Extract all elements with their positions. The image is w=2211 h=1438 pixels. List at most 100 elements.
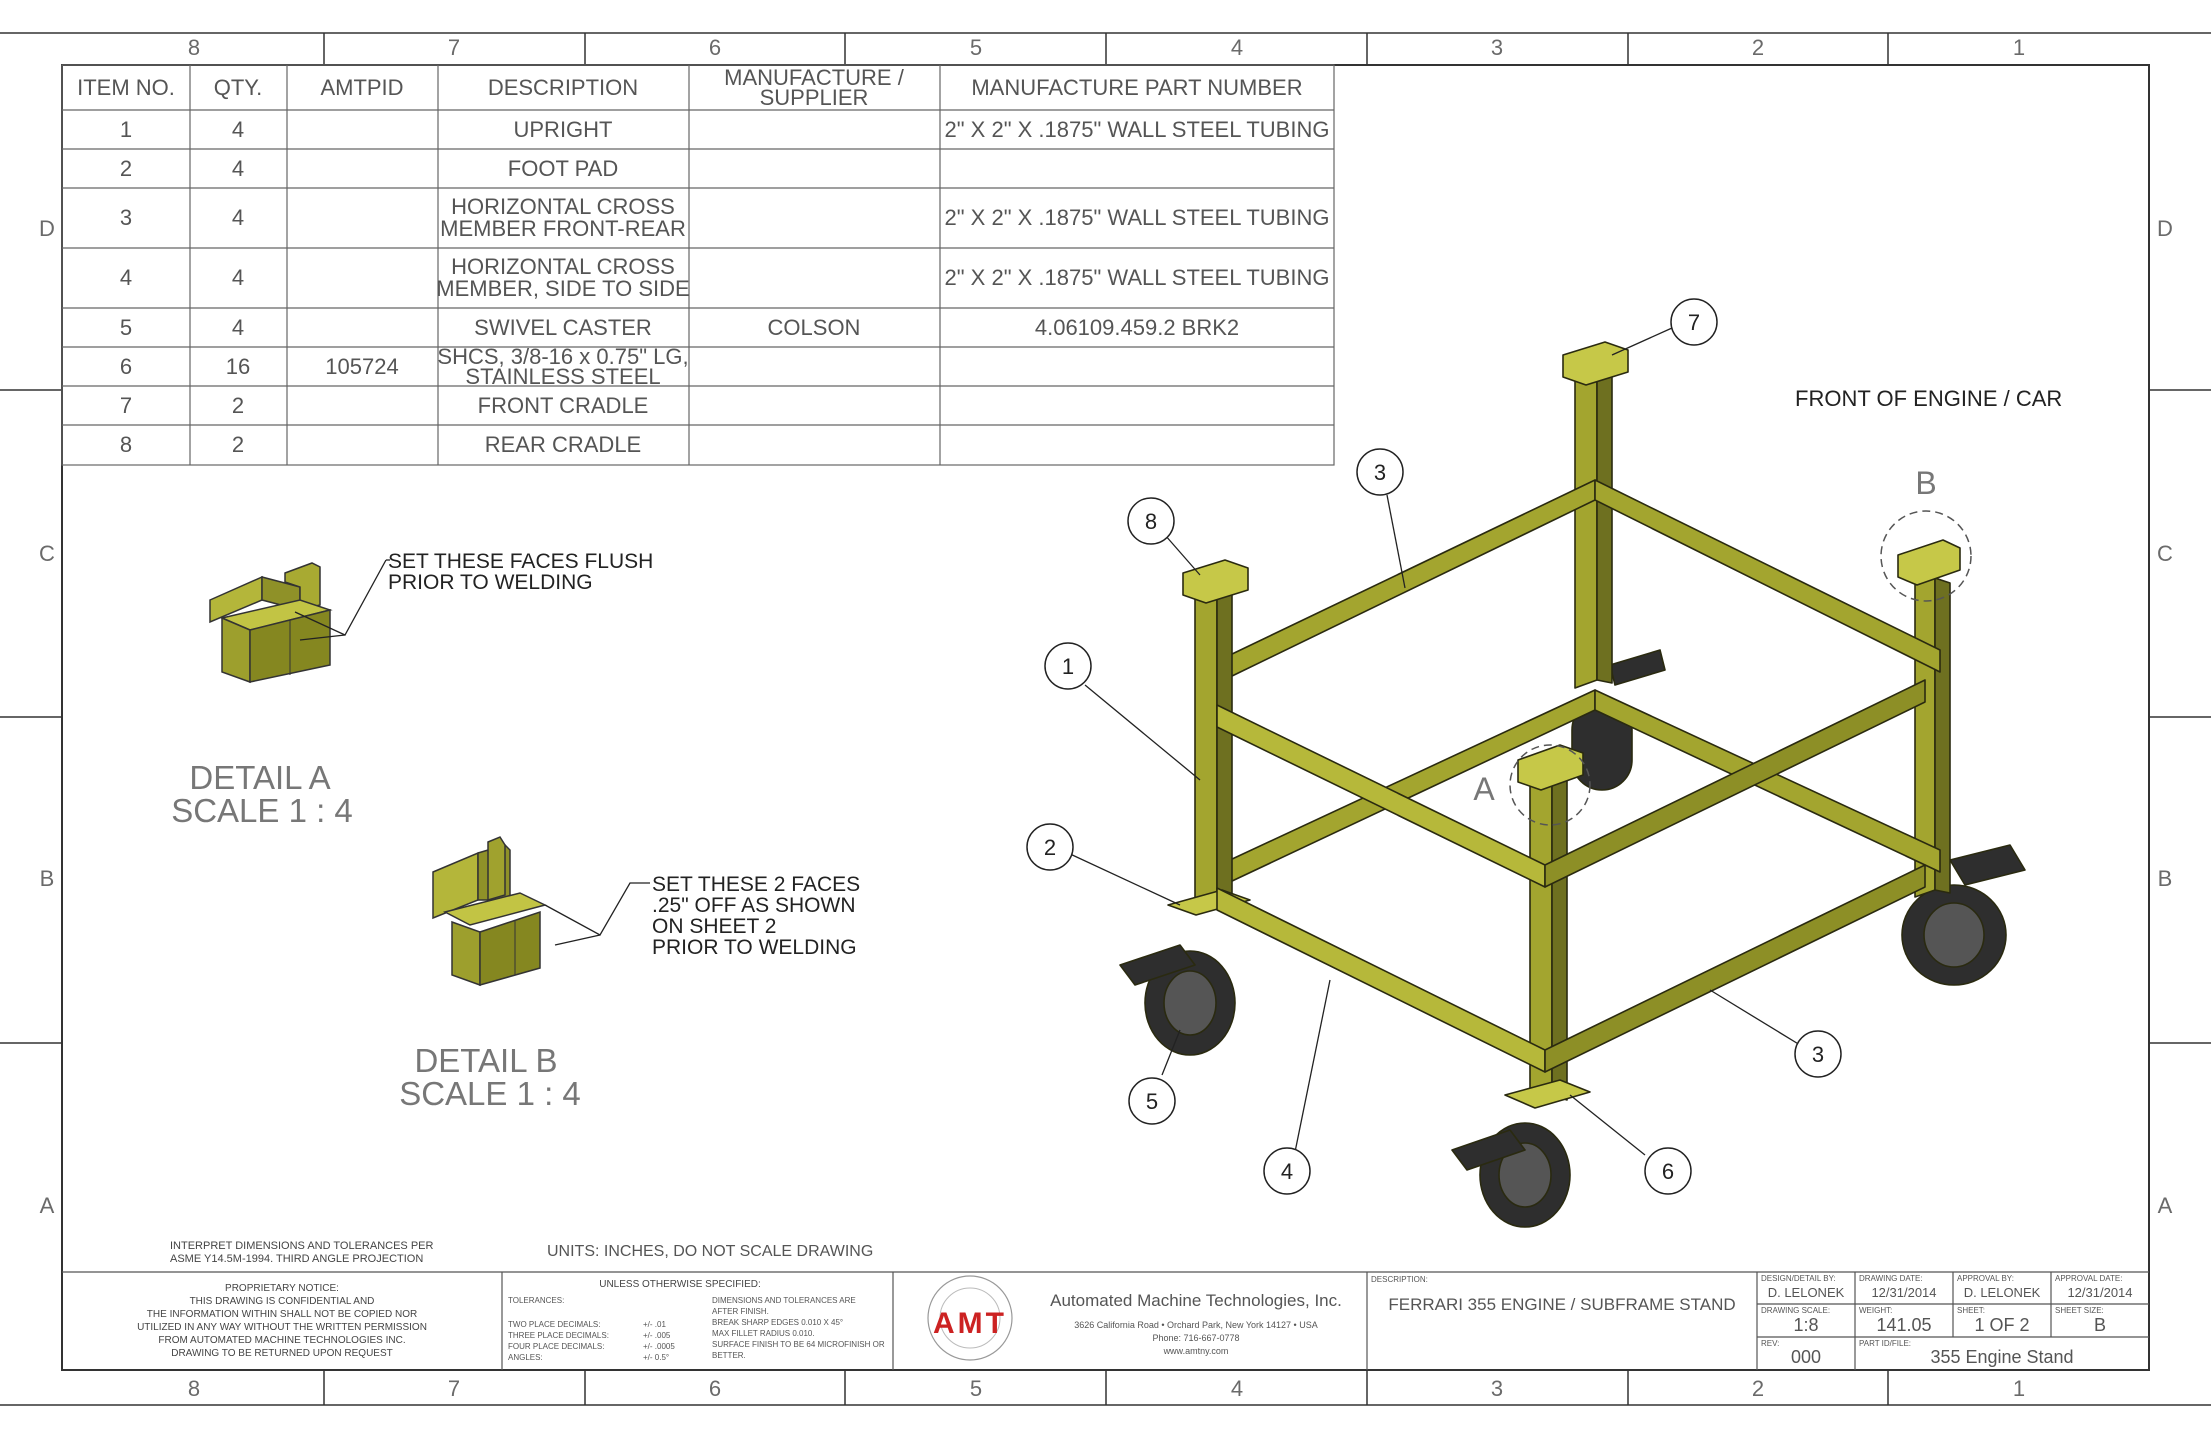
detail-b-note: PRIOR TO WELDING (652, 936, 857, 959)
bom-cell-amtpid: 105724 (325, 354, 398, 379)
revision: 000 (1791, 1347, 1821, 1367)
amt-logo: AMT (927, 1275, 1013, 1361)
detail-a-title: DETAIL A (189, 759, 330, 796)
bom-cell-part: 2" X 2" X .1875" WALL STEEL TUBING (945, 265, 1330, 290)
zone-row-right: D (2157, 216, 2173, 241)
balloon-1: 1 (1044, 642, 1092, 690)
bom-cell-qty: 4 (232, 205, 244, 230)
zone-row-right: A (2158, 1193, 2173, 1218)
svg-text:3: 3 (1374, 460, 1386, 485)
balloon-4: 4 (1263, 1147, 1311, 1195)
bom-header-description: DESCRIPTION (488, 75, 638, 100)
svg-text:THREE PLACE DECIMALS:: THREE PLACE DECIMALS: (508, 1331, 609, 1340)
svg-text:1: 1 (1062, 654, 1074, 679)
bom-cell-desc: SHCS, 3/8-16 x 0.75" LG, (437, 344, 688, 369)
zone-col-bottom: 1 (2013, 1376, 2025, 1401)
bom-cell-qty: 2 (232, 393, 244, 418)
units-note: UNITS: INCHES, DO NOT SCALE DRAWING (547, 1243, 873, 1260)
detail-b-title: DETAIL B (414, 1042, 557, 1079)
detail-a-scale: SCALE 1 : 4 (171, 792, 353, 829)
drawing-description: FERRARI 355 ENGINE / SUBFRAME STAND (1388, 1295, 1735, 1314)
sheet-size: B (2094, 1315, 2106, 1335)
zone-col-bottom: 6 (709, 1376, 721, 1401)
design-by-label: DESIGN/DETAIL BY: (1761, 1274, 1836, 1283)
svg-text:8: 8 (1145, 509, 1157, 534)
bom-cell-item: 5 (120, 315, 132, 340)
zone-row-left: B (40, 866, 55, 891)
svg-text:UTILIZED IN ANY WAY WITHOUT TH: UTILIZED IN ANY WAY WITHOUT THE WRITTEN … (137, 1322, 427, 1333)
zone-labels: 8 7 6 5 4 3 2 1 8 7 6 5 4 3 2 1 D C B A … (39, 35, 2173, 1401)
detail-label-b: B (1915, 465, 1936, 501)
zone-col-bottom: 5 (970, 1376, 982, 1401)
bom-cell-item: 1 (120, 117, 132, 142)
company-phone: Phone: 716-667-0778 (1152, 1333, 1239, 1343)
interpret-note: INTERPRET DIMENSIONS AND TOLERANCES PER (170, 1240, 434, 1252)
bom-cell-desc-2: MEMBER FRONT-REAR (440, 216, 686, 241)
svg-text:4: 4 (1281, 1159, 1293, 1184)
drawing-date-label: DRAWING DATE: (1859, 1274, 1923, 1283)
bom-cell-part: 2" X 2" X .1875" WALL STEEL TUBING (945, 205, 1330, 230)
sheet-label: SHEET: (1957, 1306, 1985, 1315)
balloon-7: 7 (1670, 298, 1718, 346)
drawing-date: 12/31/2014 (1871, 1285, 1936, 1300)
bom-cell-desc-2: STAINLESS STEEL (465, 364, 660, 389)
bom-cell-qty: 4 (232, 117, 244, 142)
zone-row-left: C (39, 541, 55, 566)
title-block (62, 1271, 2149, 1370)
bom-header-item: ITEM NO. (77, 75, 175, 100)
svg-text:+/- .01: +/- .01 (643, 1320, 666, 1329)
balloon-leaders (1067, 327, 1801, 1156)
caster-back (1571, 649, 1666, 791)
detail-a-leader (294, 559, 390, 641)
zone-col-bottom: 8 (188, 1376, 200, 1401)
description-label: DESCRIPTION: (1371, 1275, 1428, 1284)
bom-cell-supplier: COLSON (768, 315, 861, 340)
zone-col-bottom: 2 (1752, 1376, 1764, 1401)
svg-text:SURFACE FINISH TO BE 64 MICROF: SURFACE FINISH TO BE 64 MICROFINISH OR (712, 1340, 885, 1349)
bom-header-amtpid: AMTPID (320, 75, 403, 100)
svg-text:FOUR PLACE DECIMALS:: FOUR PLACE DECIMALS: (508, 1342, 604, 1351)
svg-text:DRAWING TO BE RETURNED UPON RE: DRAWING TO BE RETURNED UPON REQUEST (171, 1348, 393, 1359)
approval-by: D. LELONEK (1964, 1285, 2041, 1300)
zone-col-top: 8 (188, 35, 200, 60)
bom-cell-qty: 4 (232, 315, 244, 340)
bom-cell-desc: SWIVEL CASTER (474, 315, 652, 340)
rev-label: REV: (1761, 1339, 1779, 1348)
svg-text:2: 2 (1044, 835, 1056, 860)
zone-col-top: 7 (448, 35, 460, 60)
bom-cell-item: 8 (120, 432, 132, 457)
design-by: D. LELONEK (1768, 1285, 1845, 1300)
svg-text:7: 7 (1688, 310, 1700, 335)
caster-front (1451, 1122, 1571, 1228)
detail-circle-b (1880, 510, 1972, 602)
balloon-3-bottom: 3 (1794, 1030, 1842, 1078)
company-name: Automated Machine Technologies, Inc. (1050, 1291, 1342, 1310)
tolerance-block: UNLESS OTHERWISE SPECIFIED: TOLERANCES: … (508, 1279, 885, 1362)
proprietary-notice: PROPRIETARY NOTICE: THIS DRAWING IS CONF… (137, 1283, 427, 1359)
svg-text:+/- .005: +/- .005 (643, 1331, 671, 1340)
zone-col-top: 6 (709, 35, 721, 60)
zone-col-bottom: 7 (448, 1376, 460, 1401)
zone-col-top: 5 (970, 35, 982, 60)
bom-cell-item: 3 (120, 205, 132, 230)
detail-label-a: A (1473, 771, 1495, 807)
svg-text:UNLESS OTHERWISE SPECIFIED:: UNLESS OTHERWISE SPECIFIED: (599, 1279, 761, 1290)
bom-cell-desc: HORIZONTAL CROSS (451, 194, 675, 219)
scale-label: DRAWING SCALE: (1761, 1306, 1830, 1315)
svg-text:+/- 0.5°: +/- 0.5° (643, 1353, 669, 1362)
bom-cell-desc: REAR CRADLE (485, 432, 641, 457)
svg-text:THIS DRAWING IS CONFIDENTIAL A: THIS DRAWING IS CONFIDENTIAL AND (190, 1296, 375, 1307)
zone-col-top: 4 (1231, 35, 1243, 60)
detail-b-note: SET THESE 2 FACES (652, 873, 860, 896)
balloon-2: 2 (1026, 823, 1074, 871)
bom-cell-qty: 16 (226, 354, 250, 379)
detail-b-note: .25" OFF AS SHOWN (652, 894, 856, 917)
balloon-3-top: 3 (1356, 448, 1404, 496)
detail-a-note: SET THESE FACES FLUSH (388, 550, 653, 573)
bom-cell-desc: FRONT CRADLE (478, 393, 649, 418)
balloon-6: 6 (1644, 1147, 1692, 1195)
company-web: www.amtny.com (1163, 1346, 1229, 1356)
interpret-note: ASME Y14.5M-1994. THIRD ANGLE PROJECTION (170, 1253, 423, 1265)
bom-table: ITEM NO. QTY. AMTPID DESCRIPTION MANUFAC… (61, 64, 1335, 466)
